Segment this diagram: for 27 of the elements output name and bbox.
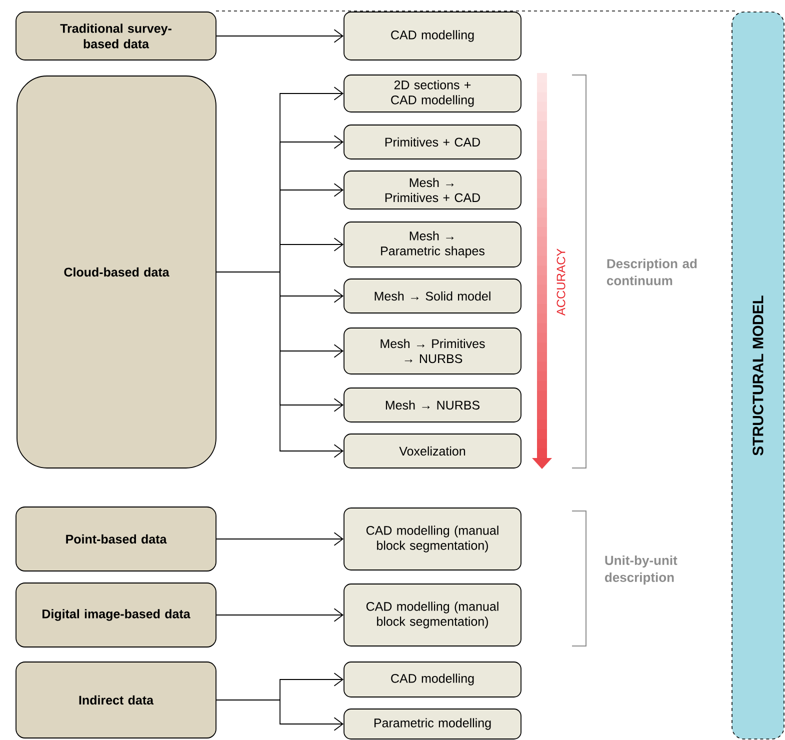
structural-model-band: STRUCTURAL MODEL <box>732 12 784 740</box>
group-label: Unit-by-unit description <box>605 555 678 585</box>
method-box: Mesh → Primitives → NURBS <box>344 328 522 374</box>
method-box: 2D sections + CAD modelling <box>344 74 522 112</box>
arrow <box>216 532 344 546</box>
method-box: Parametric modelling <box>344 708 522 740</box>
arrow <box>216 272 344 458</box>
data-source-box: Cloud-based data <box>16 76 216 468</box>
data-source-box: Indirect data <box>16 662 216 738</box>
data-source-box: Point-based data <box>16 506 216 572</box>
method-box: Primitives + CAD <box>344 124 522 160</box>
data-source-box: Traditional survey-based data <box>16 12 216 60</box>
arrow <box>216 608 344 622</box>
arrow <box>216 700 344 731</box>
method-box: Voxelization <box>344 434 522 468</box>
data-source-box: Digital image-based data <box>16 582 216 648</box>
method-box: Mesh → Primitives + CAD <box>344 170 522 210</box>
method-box: CAD modelling (manual block segmentation) <box>344 508 522 570</box>
axis-label: ACCURACY <box>556 248 566 316</box>
method-box: CAD modelling <box>344 12 522 60</box>
method-box: CAD modelling <box>344 662 522 698</box>
method-box: Mesh → Parametric shapes <box>344 222 522 268</box>
method-box: Mesh → Solid model <box>344 278 522 314</box>
method-box: CAD modelling (manual block segmentation) <box>344 584 522 646</box>
arrow <box>216 29 344 43</box>
method-box: Mesh → NURBS <box>344 388 522 422</box>
group-label: Description ad continuum <box>606 258 697 286</box>
